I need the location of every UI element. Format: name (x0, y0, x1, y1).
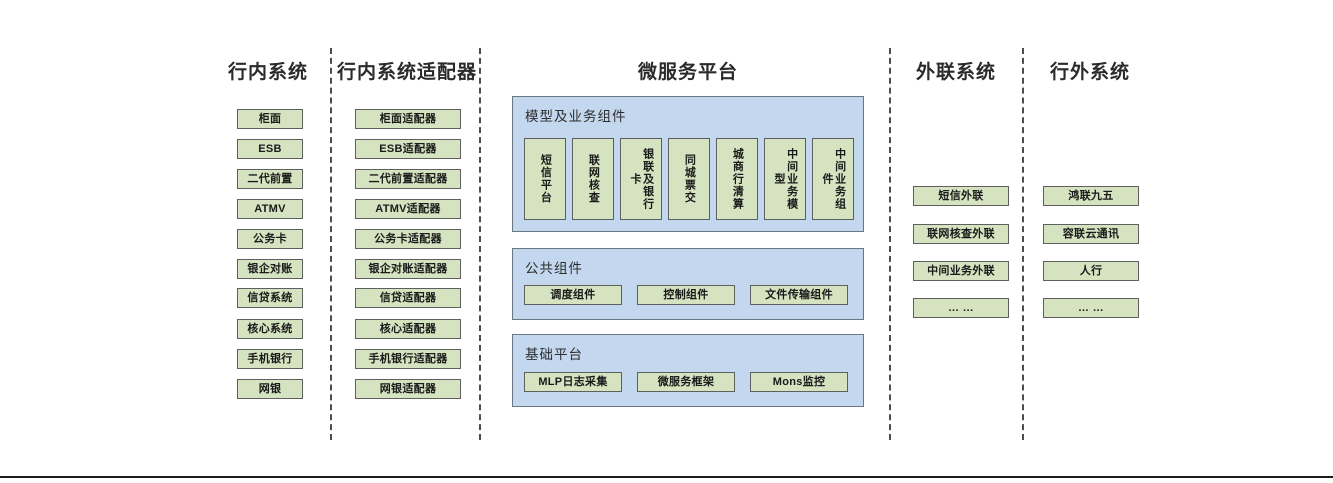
node-base-platform-component[interactable]: Mons监控 (750, 372, 848, 392)
node-outreach-system[interactable]: 短信外联 (913, 186, 1009, 206)
node-in-bank-system[interactable]: 银企对账 (237, 259, 303, 279)
node-public-component[interactable]: 调度组件 (524, 285, 622, 305)
panel-base-platform: 基础平台 (512, 334, 864, 407)
divider-3 (889, 48, 891, 440)
panel-public-components: 公共组件 (512, 248, 864, 320)
node-base-platform-component[interactable]: MLP日志采集 (524, 372, 622, 392)
node-in-bank-system[interactable]: 核心系统 (237, 319, 303, 339)
column-title-external-systems: 行外系统 (1049, 62, 1130, 83)
node-in-bank-system[interactable]: 手机银行 (237, 349, 303, 369)
node-outreach-system[interactable]: 中间业务外联 (913, 261, 1009, 281)
node-in-bank-adapter[interactable]: 柜面适配器 (355, 109, 461, 129)
node-external-system[interactable]: 人行 (1043, 261, 1139, 281)
column-title-in-bank-systems: 行内系统 (227, 62, 308, 83)
node-business-component[interactable]: 银联及银行卡 (620, 138, 662, 220)
node-external-system[interactable]: … … (1043, 298, 1139, 318)
node-in-bank-adapter[interactable]: ESB适配器 (355, 139, 461, 159)
node-business-component[interactable]: 短信平台 (524, 138, 566, 220)
node-outreach-system[interactable]: … … (913, 298, 1009, 318)
node-in-bank-adapter[interactable]: 二代前置适配器 (355, 169, 461, 189)
node-in-bank-adapter[interactable]: ATMV适配器 (355, 199, 461, 219)
panel-label-base-platform: 基础平台 (525, 347, 583, 362)
panel-label-model-business-components: 模型及业务组件 (525, 109, 627, 124)
node-business-component[interactable]: 同城票交 (668, 138, 710, 220)
page-bottom-rule (0, 476, 1333, 478)
node-in-bank-adapter[interactable]: 银企对账适配器 (355, 259, 461, 279)
divider-4 (1022, 48, 1024, 440)
node-in-bank-system[interactable]: ESB (237, 139, 303, 159)
node-business-component[interactable]: 联网核查 (572, 138, 614, 220)
node-in-bank-adapter[interactable]: 网银适配器 (355, 379, 461, 399)
node-in-bank-system[interactable]: ATMV (237, 199, 303, 219)
column-title-in-bank-adapters: 行内系统适配器 (337, 62, 478, 83)
divider-2 (479, 48, 481, 440)
node-in-bank-system[interactable]: 公务卡 (237, 229, 303, 249)
node-public-component[interactable]: 文件传输组件 (750, 285, 848, 305)
node-external-system[interactable]: 容联云通讯 (1043, 224, 1139, 244)
node-in-bank-system[interactable]: 网银 (237, 379, 303, 399)
node-base-platform-component[interactable]: 微服务框架 (637, 372, 735, 392)
node-business-component[interactable]: 中间业务组件 (812, 138, 854, 220)
node-external-system[interactable]: 鸿联九五 (1043, 186, 1139, 206)
node-in-bank-system[interactable]: 柜面 (237, 109, 303, 129)
column-title-outreach-systems: 外联系统 (915, 62, 996, 83)
panel-label-public-components: 公共组件 (525, 261, 583, 276)
divider-1 (330, 48, 332, 440)
node-in-bank-adapter[interactable]: 信贷适配器 (355, 288, 461, 308)
node-public-component[interactable]: 控制组件 (637, 285, 735, 305)
node-business-component[interactable]: 中间业务模型 (764, 138, 806, 220)
column-title-microservice-platform: 微服务平台 (637, 62, 738, 83)
node-in-bank-adapter[interactable]: 手机银行适配器 (355, 349, 461, 369)
node-in-bank-system[interactable]: 信贷系统 (237, 288, 303, 308)
node-in-bank-adapter[interactable]: 公务卡适配器 (355, 229, 461, 249)
node-business-component[interactable]: 城商行清算 (716, 138, 758, 220)
node-in-bank-adapter[interactable]: 核心适配器 (355, 319, 461, 339)
node-in-bank-system[interactable]: 二代前置 (237, 169, 303, 189)
node-outreach-system[interactable]: 联网核查外联 (913, 224, 1009, 244)
